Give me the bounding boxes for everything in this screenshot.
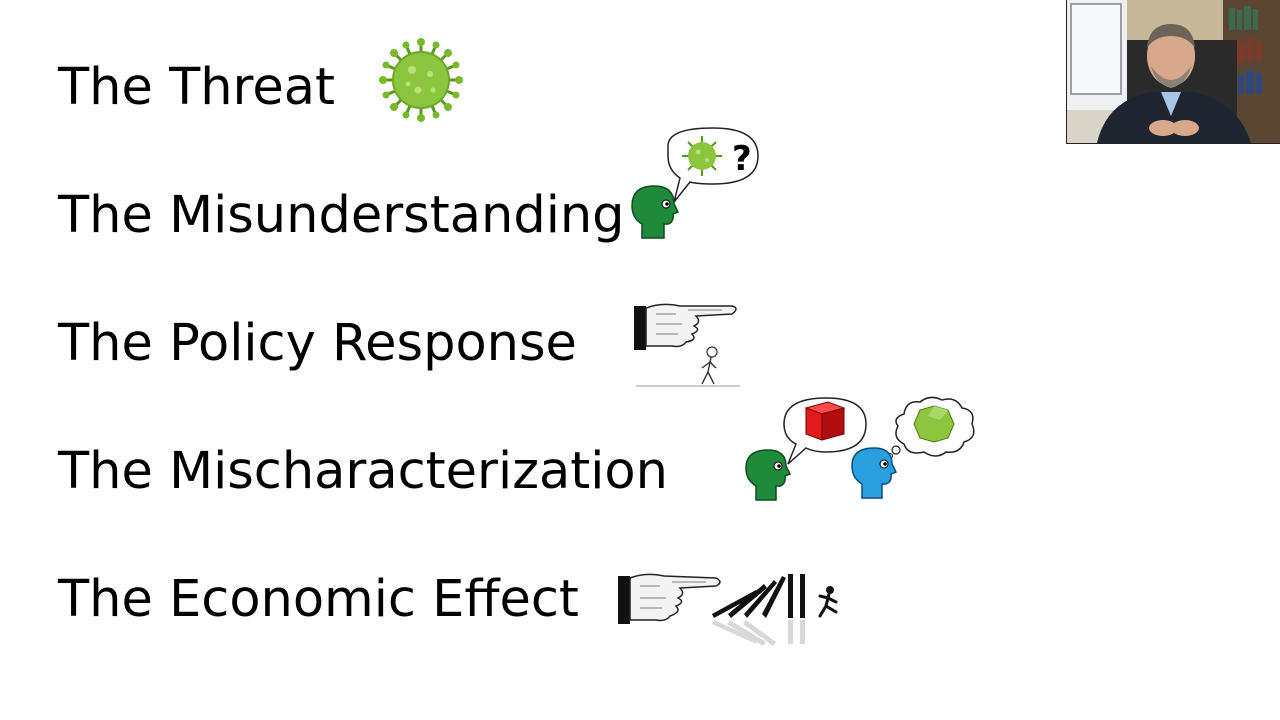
two-heads-icon bbox=[745, 396, 975, 501]
dominoes-icon bbox=[618, 573, 838, 646]
question-mark: ? bbox=[732, 139, 752, 179]
item-the-policy-response: The Policy Response bbox=[58, 314, 577, 373]
presenter-webcam bbox=[1066, 0, 1280, 144]
item-the-economic-effect: The Economic Effect bbox=[58, 570, 579, 629]
confused-head-icon: ? bbox=[631, 127, 759, 239]
item-the-misunderstanding: The Misunderstanding bbox=[58, 186, 625, 245]
item-the-threat: The Threat bbox=[58, 58, 336, 117]
item-the-mischaracterization: The Mischaracterization bbox=[58, 442, 668, 501]
presenter-video-icon bbox=[1067, 0, 1280, 143]
virus-icon bbox=[379, 38, 463, 122]
pointing-hand-icon bbox=[634, 303, 740, 387]
